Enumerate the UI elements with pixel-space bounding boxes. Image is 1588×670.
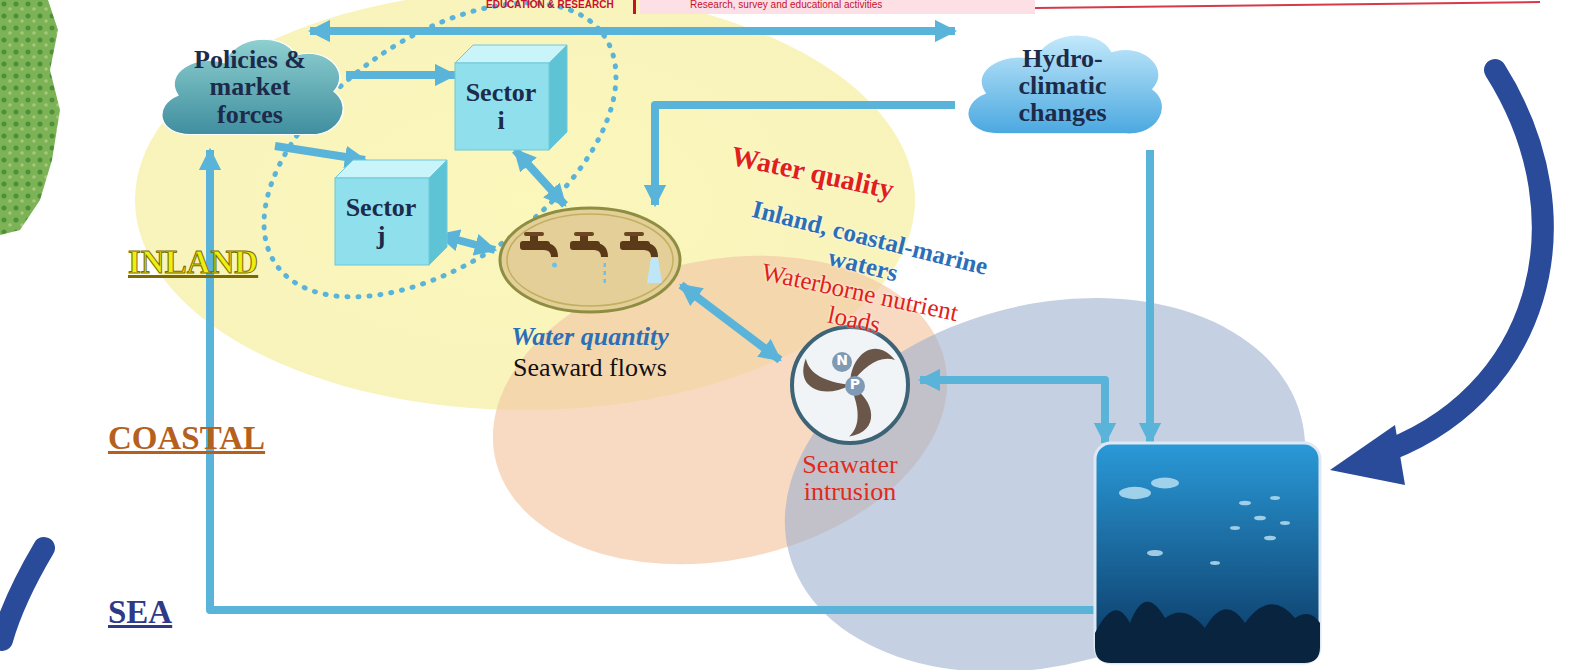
fish-shape — [1280, 521, 1290, 525]
zone-label: INLAND — [128, 244, 238, 281]
cube-top — [335, 160, 447, 178]
cube-front — [335, 178, 429, 265]
fish-shape — [1264, 536, 1276, 541]
flow-arrow — [310, 27, 955, 35]
node-text: N — [834, 353, 850, 368]
cube-side — [549, 45, 567, 150]
header-pink-panel — [640, 0, 1035, 14]
header-pointer — [1035, 2, 1540, 8]
cube-front — [455, 63, 549, 150]
cloud-body — [162, 39, 344, 134]
fish-shape — [1270, 496, 1280, 500]
element-dot — [832, 352, 852, 372]
reef-silhouette — [1095, 602, 1320, 663]
nutrient-node: NP Seawater intrusion — [780, 325, 920, 520]
water-use-node: Water quantitySeaward flows — [495, 205, 685, 410]
zone-label: SEA — [108, 594, 198, 631]
fish-shape — [1230, 526, 1240, 530]
cloud-node: Policies & market forces — [150, 20, 350, 150]
fish-shape — [1254, 516, 1266, 521]
faucet-icon — [570, 232, 608, 283]
cloud-node: Hydro-climatic changes — [955, 15, 1170, 150]
flow-arrow — [210, 150, 1095, 610]
sector-cube: Sector i — [455, 45, 567, 150]
faucet-icon — [620, 232, 662, 283]
element-dot — [845, 376, 865, 396]
node-text: Hydro-climatic changes — [998, 45, 1128, 127]
cube-top — [455, 45, 567, 63]
swirl-blade — [796, 346, 850, 403]
flow-arrow — [275, 146, 365, 160]
header-tag: EDUCATION & RESEARCH — [486, 0, 636, 10]
fish-shape — [1239, 501, 1251, 506]
flow-arrow — [515, 150, 565, 205]
sea-outline — [1095, 443, 1320, 663]
feedback-curve-left — [2, 548, 44, 640]
node-text: Sector j — [341, 194, 421, 249]
node-text: Seaward flows — [513, 354, 667, 381]
flow-arrow — [346, 71, 455, 79]
nutrient-ring — [792, 327, 908, 443]
sea-frame — [1095, 443, 1320, 663]
sea-picture — [1095, 443, 1320, 663]
fish-shape — [1210, 561, 1220, 565]
node-text: Policies & market forces — [185, 46, 315, 128]
sea-region — [742, 243, 1347, 670]
fish-shape — [1151, 478, 1179, 489]
zone-label: COASTAL — [108, 420, 248, 457]
header-divider — [633, 0, 636, 14]
feedback-curve-right-head — [1330, 425, 1405, 485]
sector-cube: Sector j — [335, 160, 447, 265]
node-text: Seawater intrusion — [790, 451, 910, 506]
taps-ring-inner — [507, 214, 673, 306]
taps-ring — [500, 208, 680, 312]
node-text: Water quantity — [511, 323, 669, 350]
feedback-curve-right — [1375, 70, 1543, 455]
flow-arrow — [920, 380, 1105, 443]
cube-side — [429, 160, 447, 265]
flow-arrow — [1146, 150, 1154, 443]
header-text: Research, survey and educational activit… — [690, 0, 1020, 10]
fish-shape — [1119, 487, 1151, 499]
node-text: P — [847, 377, 863, 392]
cloud-body — [968, 35, 1163, 134]
fish-shape — [1147, 550, 1163, 556]
faucet-icon — [520, 232, 558, 268]
node-text: Sector i — [461, 79, 541, 134]
map-fragment — [0, 0, 60, 235]
